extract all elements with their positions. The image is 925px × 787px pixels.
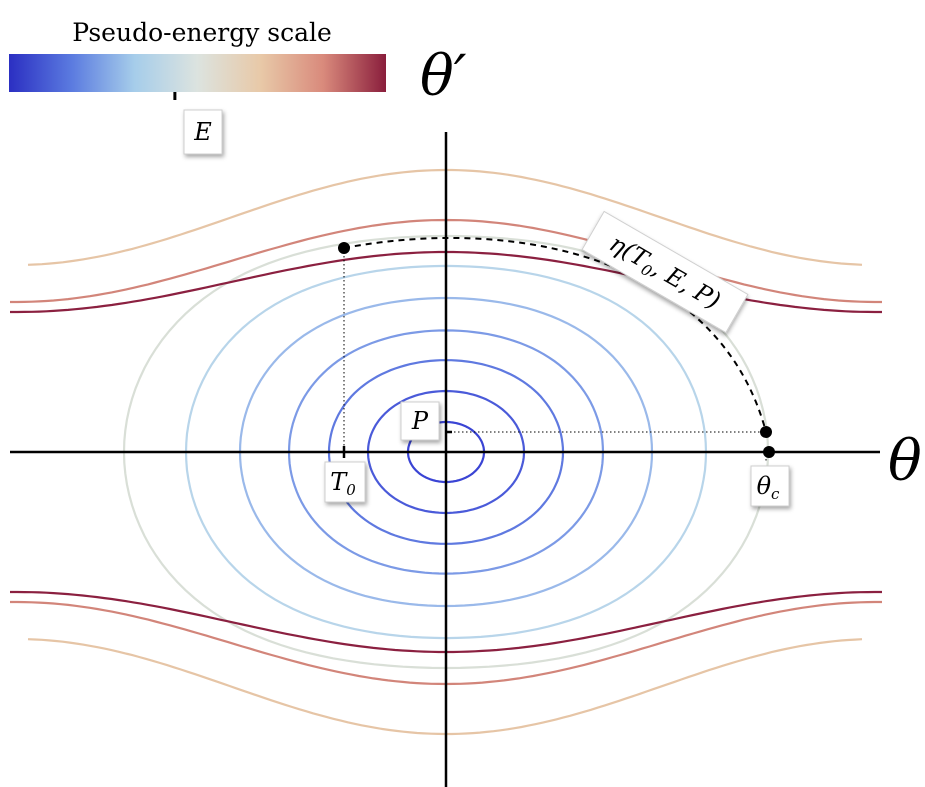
colorbar: Pseudo-energy scale E bbox=[9, 18, 386, 155]
energy-marker-label: E bbox=[193, 118, 212, 146]
period-tag: P bbox=[400, 401, 440, 441]
axes: θ θ′ bbox=[10, 44, 922, 787]
eta-curve-tag: η(T0, E, P) bbox=[581, 210, 749, 334]
end-point bbox=[760, 426, 772, 438]
theta-c-label: θc bbox=[757, 472, 780, 503]
theta-axis-label: θ bbox=[888, 429, 922, 494]
colorbar-title: Pseudo-energy scale bbox=[72, 18, 332, 47]
theta-c-point bbox=[763, 446, 775, 458]
colorbar-strip bbox=[9, 54, 386, 92]
theta-prime-axis-label: θ′ bbox=[420, 44, 467, 109]
trajectory-annotation bbox=[338, 236, 775, 462]
start-point bbox=[338, 242, 350, 254]
energy-marker-tag: E bbox=[183, 109, 223, 155]
t0-tag: T0 bbox=[324, 461, 366, 503]
theta-c-tag: θc bbox=[750, 465, 790, 507]
t0-label: T0 bbox=[330, 468, 356, 499]
period-label: P bbox=[411, 407, 429, 435]
